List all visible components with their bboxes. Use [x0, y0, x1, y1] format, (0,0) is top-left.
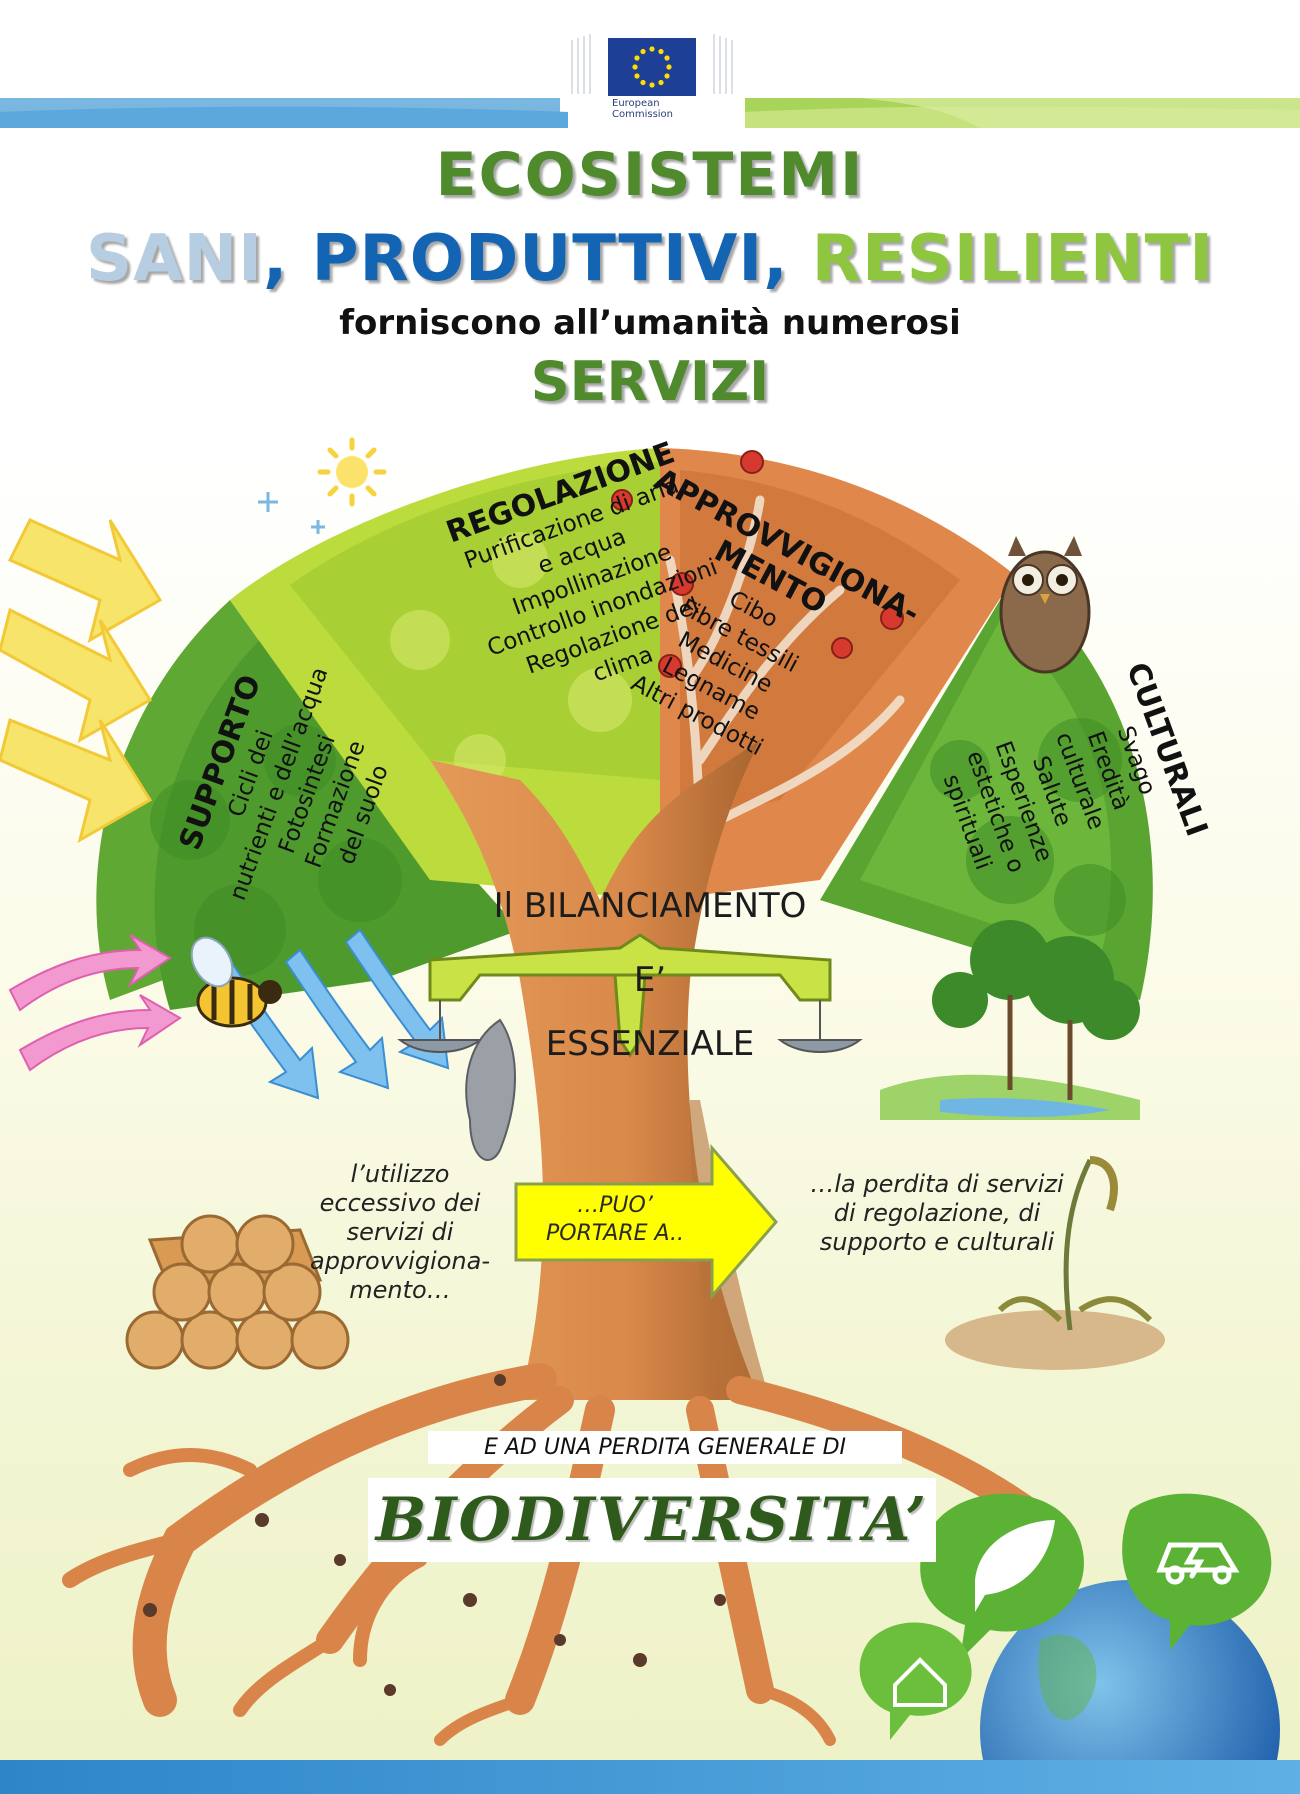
- cause-line: mento…: [349, 1276, 451, 1304]
- owl-icon: [999, 536, 1091, 674]
- cause-line: eccessivo dei: [319, 1189, 481, 1217]
- ec-logo-label: European Commission: [612, 98, 673, 120]
- effect-line: di regolazione, di: [833, 1199, 1041, 1227]
- footer-band: [0, 1760, 1300, 1794]
- sunlight-arrows: [0, 518, 163, 844]
- cause-line: l’utilizzo: [350, 1160, 450, 1188]
- banner-biodiversita: BIODIVERSITA’: [368, 1478, 936, 1562]
- wind-arrows: [8, 928, 450, 1100]
- wilted-plant: [945, 1156, 1165, 1370]
- title-servizi: SERVIZI: [530, 350, 770, 413]
- title-word-resilienti: RESILIENTI: [811, 222, 1215, 296]
- landscape-scene: [880, 920, 1140, 1120]
- sparkle-icon: [258, 492, 325, 534]
- electric-car-icon: [1156, 1542, 1240, 1585]
- apple-icon: [611, 450, 904, 678]
- balance-line3: ESSENZIALE: [545, 1024, 755, 1064]
- arrow-text: …PUO’ PORTARE A..: [520, 1192, 710, 1248]
- root-bugs: [143, 1374, 726, 1696]
- eu-flag-icon: [608, 38, 696, 96]
- balance-scale: [397, 933, 863, 1058]
- balance-line1: Il BILANCIAMENTO: [493, 886, 807, 926]
- balance-line2: E’: [633, 960, 667, 1000]
- title-ecosistemi: ECOSISTEMI: [435, 140, 865, 210]
- subtitle: forniscono all’umanità numerosi: [339, 303, 961, 343]
- ec-label-line1: European: [612, 98, 660, 109]
- ec-label-line2: Commission: [612, 109, 674, 120]
- leaf-icon: [975, 1520, 1055, 1612]
- arrow-line: …PUO’: [577, 1193, 653, 1218]
- effect-text: …la perdita di servizi di regolazione, d…: [792, 1170, 1082, 1257]
- bee-icon: [190, 936, 282, 1028]
- cause-text: l’utilizzo eccessivo dei servizi di appr…: [300, 1160, 500, 1305]
- title-word-sani: SANI: [85, 222, 263, 296]
- ec-building-logo: [571, 34, 733, 94]
- log-pile: [125, 1214, 350, 1370]
- title-comma-1: ,: [262, 222, 289, 296]
- cause-line: approvvigiona-: [310, 1247, 490, 1275]
- squirrel-icon: [465, 1018, 516, 1161]
- arrow-line: PORTARE A..: [546, 1221, 684, 1246]
- title-word-produttivi: PRODUTTIVI: [311, 222, 764, 296]
- header-banner: [0, 34, 1300, 130]
- cause-line: servizi di: [346, 1218, 454, 1246]
- globe: [980, 1580, 1280, 1794]
- sun-icon: [317, 437, 387, 507]
- title-comma-2: ,: [763, 222, 789, 296]
- effect-line: supporto e culturali: [819, 1228, 1055, 1256]
- effect-line: …la perdita di servizi: [810, 1170, 1064, 1198]
- banner-perdita: E AD UNA PERDITA GENERALE DI: [428, 1431, 902, 1464]
- cause-effect-arrow: [514, 1143, 778, 1301]
- eco-house-icon: [893, 1657, 947, 1707]
- tree-canopy: [96, 448, 1153, 1010]
- title-adjectives: SANI, PRODUTTIVI, RESILIENTI: [0, 222, 1300, 296]
